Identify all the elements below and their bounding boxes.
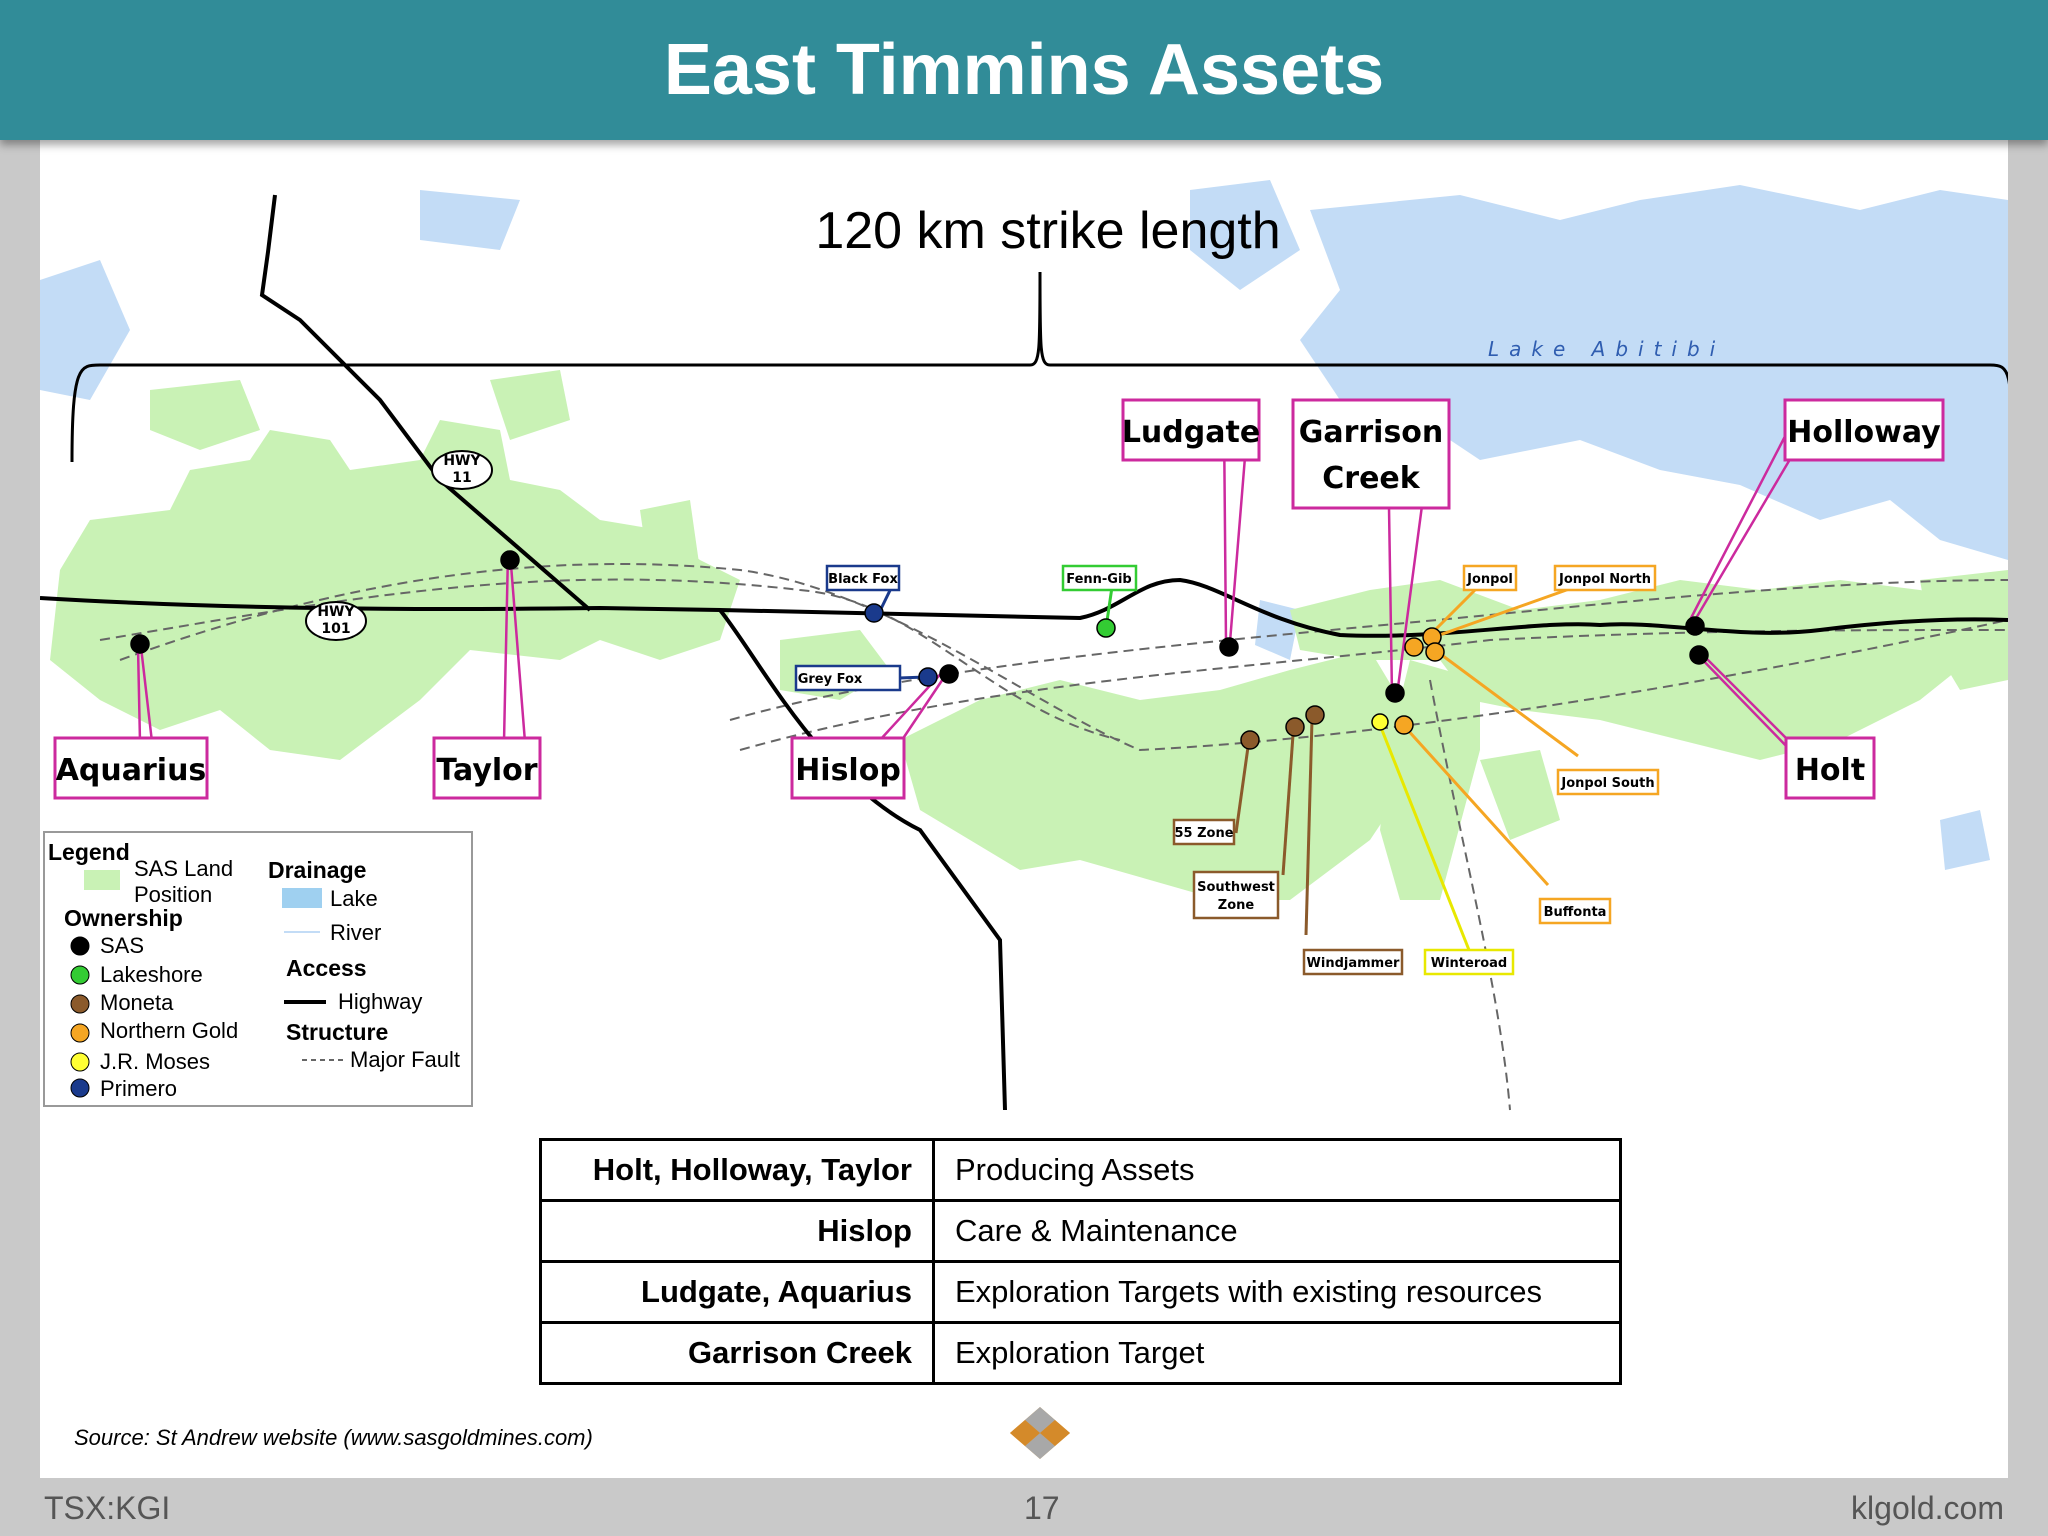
legend-lakeshore-label: Lakeshore — [100, 962, 203, 987]
legend-jr-moses-dot — [70, 1052, 90, 1072]
legend-structure-title: Structure — [286, 1019, 388, 1045]
ludgate-marker — [1219, 637, 1239, 657]
legend-sas-label: SAS — [100, 933, 144, 958]
label-southwest: Southwest — [1197, 880, 1275, 895]
label-hislop: Hislop — [795, 753, 901, 788]
footer-website-link[interactable]: klgold.com — [1851, 1490, 2004, 1526]
windjammer-marker — [1305, 705, 1325, 725]
label-holt: Holt — [1795, 753, 1865, 788]
label-holloway: Holloway — [1787, 415, 1941, 450]
table-row: Ludgate, Aquarius Exploration Targets wi… — [539, 1260, 1622, 1324]
label-taylor: Taylor — [436, 753, 537, 788]
svg-text:HWY: HWY — [443, 453, 481, 469]
east-timmins-map: HWY 11 HWY 101 120 km strike length Lake… — [40, 180, 2008, 1111]
hwy-101-shield: HWY 101 — [305, 601, 367, 641]
aquarius-marker — [130, 634, 150, 654]
legend-access-title: Access — [286, 955, 367, 981]
jonpol-marker — [1404, 637, 1424, 657]
footer-page-number: 17 — [1024, 1490, 1060, 1526]
map-legend: Legend SAS Land Position Ownership SAS L… — [43, 831, 473, 1107]
table-row: Garrison Creek Exploration Target — [539, 1321, 1622, 1385]
legend-sas: SAS Land — [134, 856, 233, 881]
title-bar: East Timmins Assets — [0, 0, 2048, 140]
legend-river-label: River — [330, 920, 381, 945]
jonpol-south-marker — [1425, 642, 1445, 662]
legend-lake-label: Lake — [330, 886, 378, 911]
legend-highway-label: Highway — [338, 989, 422, 1014]
asset-status-cell: Producing Assets — [932, 1138, 1622, 1202]
label-55-zone: 55 Zone — [1174, 826, 1233, 841]
legend-lake-swatch — [282, 888, 322, 908]
asset-name-cell: Hislop — [539, 1199, 935, 1263]
legend-primero-label: Primero — [100, 1076, 177, 1101]
klgold-logo-icon — [1010, 1407, 1070, 1459]
label-windjammer: Windjammer — [1307, 956, 1400, 971]
hwy-11-shield: HWY 11 — [431, 450, 493, 490]
fenn-gib-marker — [1096, 618, 1116, 638]
asset-name-cell: Ludgate, Aquarius — [539, 1260, 935, 1324]
svg-text:11: 11 — [452, 470, 471, 486]
asset-status-cell: Exploration Target — [932, 1321, 1622, 1385]
strike-length-bracket — [70, 271, 2008, 463]
legend-drainage-title: Drainage — [268, 857, 366, 883]
legend-fault-label: Major Fault — [350, 1047, 460, 1072]
label-aquarius: Aquarius — [56, 753, 207, 788]
southwest-zone-marker — [1285, 717, 1305, 737]
label-fenn-gib: Fenn-Gib — [1066, 572, 1132, 587]
deposit-markers — [130, 550, 1709, 750]
label-jonpol-north: Jonpol North — [1558, 572, 1651, 587]
black-fox-marker — [864, 603, 884, 623]
label-garrison: Garrison — [1299, 415, 1444, 450]
label-zone: Zone — [1218, 898, 1255, 913]
grey-fox-marker — [918, 667, 938, 687]
asset-status-table: Holt, Holloway, Taylor Producing Assets … — [539, 1138, 1622, 1385]
page-title: East Timmins Assets — [663, 30, 1385, 110]
legend-jr-moses-label: J.R. Moses — [100, 1049, 210, 1074]
label-creek: Creek — [1322, 461, 1421, 496]
legend-lakeshore-dot — [70, 965, 90, 985]
label-grey-fox: Grey Fox — [798, 672, 863, 687]
asset-status-cell: Exploration Targets with existing resour… — [932, 1260, 1622, 1324]
lake-abitibi-label: Lake Abitibi — [1488, 337, 1725, 361]
55-zone-marker — [1240, 730, 1260, 750]
holloway-marker — [1685, 616, 1705, 636]
source-citation: Source: St Andrew website (www.sasgoldmi… — [74, 1425, 593, 1450]
holt-marker — [1689, 645, 1709, 665]
hislop-marker — [939, 664, 959, 684]
legend-land-swatch — [84, 870, 120, 890]
asset-name-cell: Garrison Creek — [539, 1321, 935, 1385]
asset-name-cell: Holt, Holloway, Taylor — [539, 1138, 935, 1202]
label-jonpol-south: Jonpol South — [1560, 776, 1654, 791]
label-jonpol: Jonpol — [1466, 572, 1513, 587]
garrison-creek-marker — [1385, 683, 1405, 703]
sas-land-position — [50, 370, 2008, 900]
winteroad-marker — [1371, 713, 1389, 731]
legend-primero-dot — [70, 1078, 90, 1098]
table-row: Hislop Care & Maintenance — [539, 1199, 1622, 1263]
svg-text:101: 101 — [321, 621, 350, 637]
svg-text:HWY: HWY — [317, 604, 355, 620]
table-row: Holt, Holloway, Taylor Producing Assets — [539, 1138, 1622, 1202]
label-winteroad: Winteroad — [1431, 956, 1508, 971]
label-black-fox: Black Fox — [828, 572, 898, 587]
small-deposit-labels: Black Fox Fenn-Gib Grey Fox Jonpol Jonpo… — [794, 564, 1660, 976]
footer-ticker: TSX:KGI — [44, 1490, 171, 1526]
strike-length-label: 120 km strike length — [815, 202, 1280, 260]
legend-northern-gold-label: Northern Gold — [100, 1018, 238, 1043]
taylor-marker — [500, 550, 520, 570]
legend-sas-dot — [70, 936, 90, 956]
legend-northern-gold-dot — [70, 1023, 90, 1043]
main-asset-labels: Aquarius Taylor Hislop Ludgate Garrison … — [53, 398, 1945, 800]
legend-ownership-title: Ownership — [64, 905, 183, 931]
buffonta-marker — [1394, 715, 1414, 735]
legend-moneta-label: Moneta — [100, 990, 174, 1015]
label-buffonta: Buffonta — [1544, 905, 1607, 920]
asset-status-cell: Care & Maintenance — [932, 1199, 1622, 1263]
legend-moneta-dot — [70, 994, 90, 1014]
legend-title: Legend — [48, 839, 130, 865]
legend-position: Position — [134, 882, 212, 907]
label-ludgate: Ludgate — [1122, 415, 1260, 450]
slide-body: HWY 11 HWY 101 120 km strike length Lake… — [40, 140, 2008, 1478]
